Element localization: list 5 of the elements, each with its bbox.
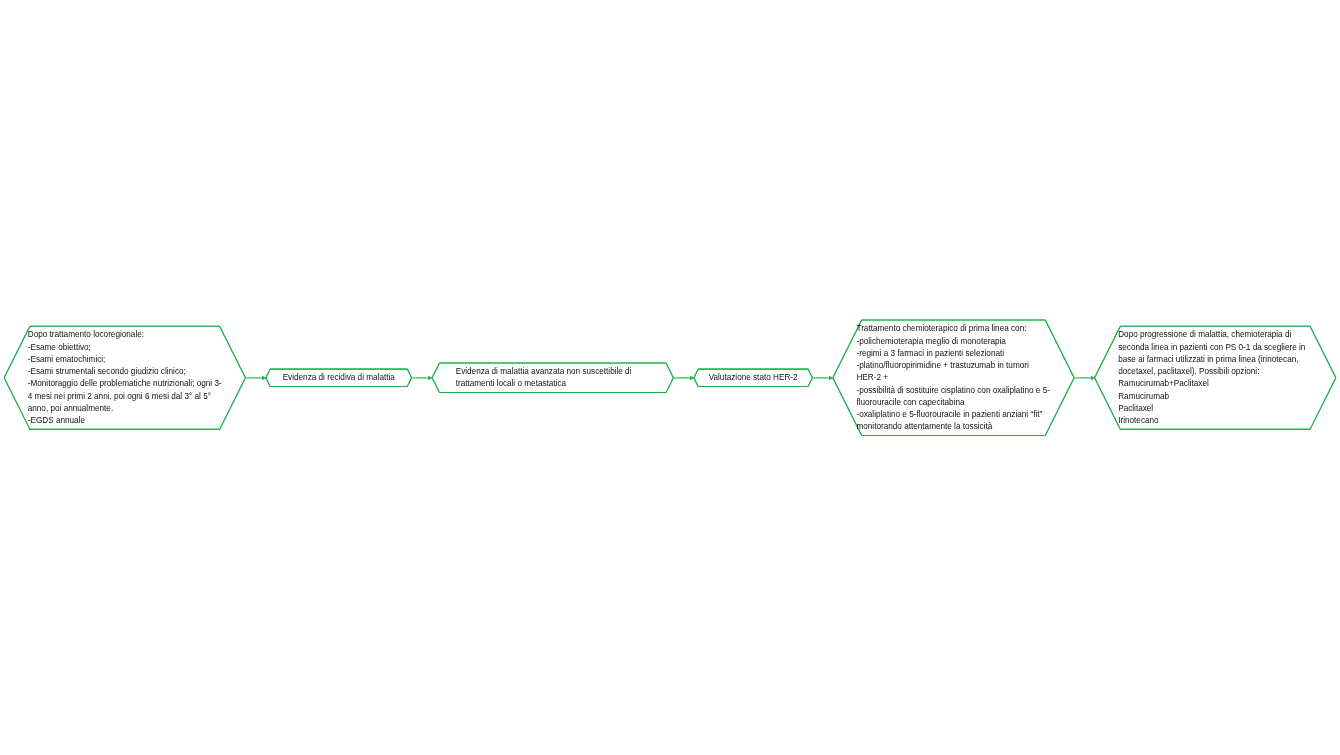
arrow	[812, 375, 834, 380]
arrow	[673, 375, 695, 380]
arrow	[245, 375, 267, 380]
arrow	[1073, 375, 1096, 380]
arrow	[411, 375, 433, 380]
